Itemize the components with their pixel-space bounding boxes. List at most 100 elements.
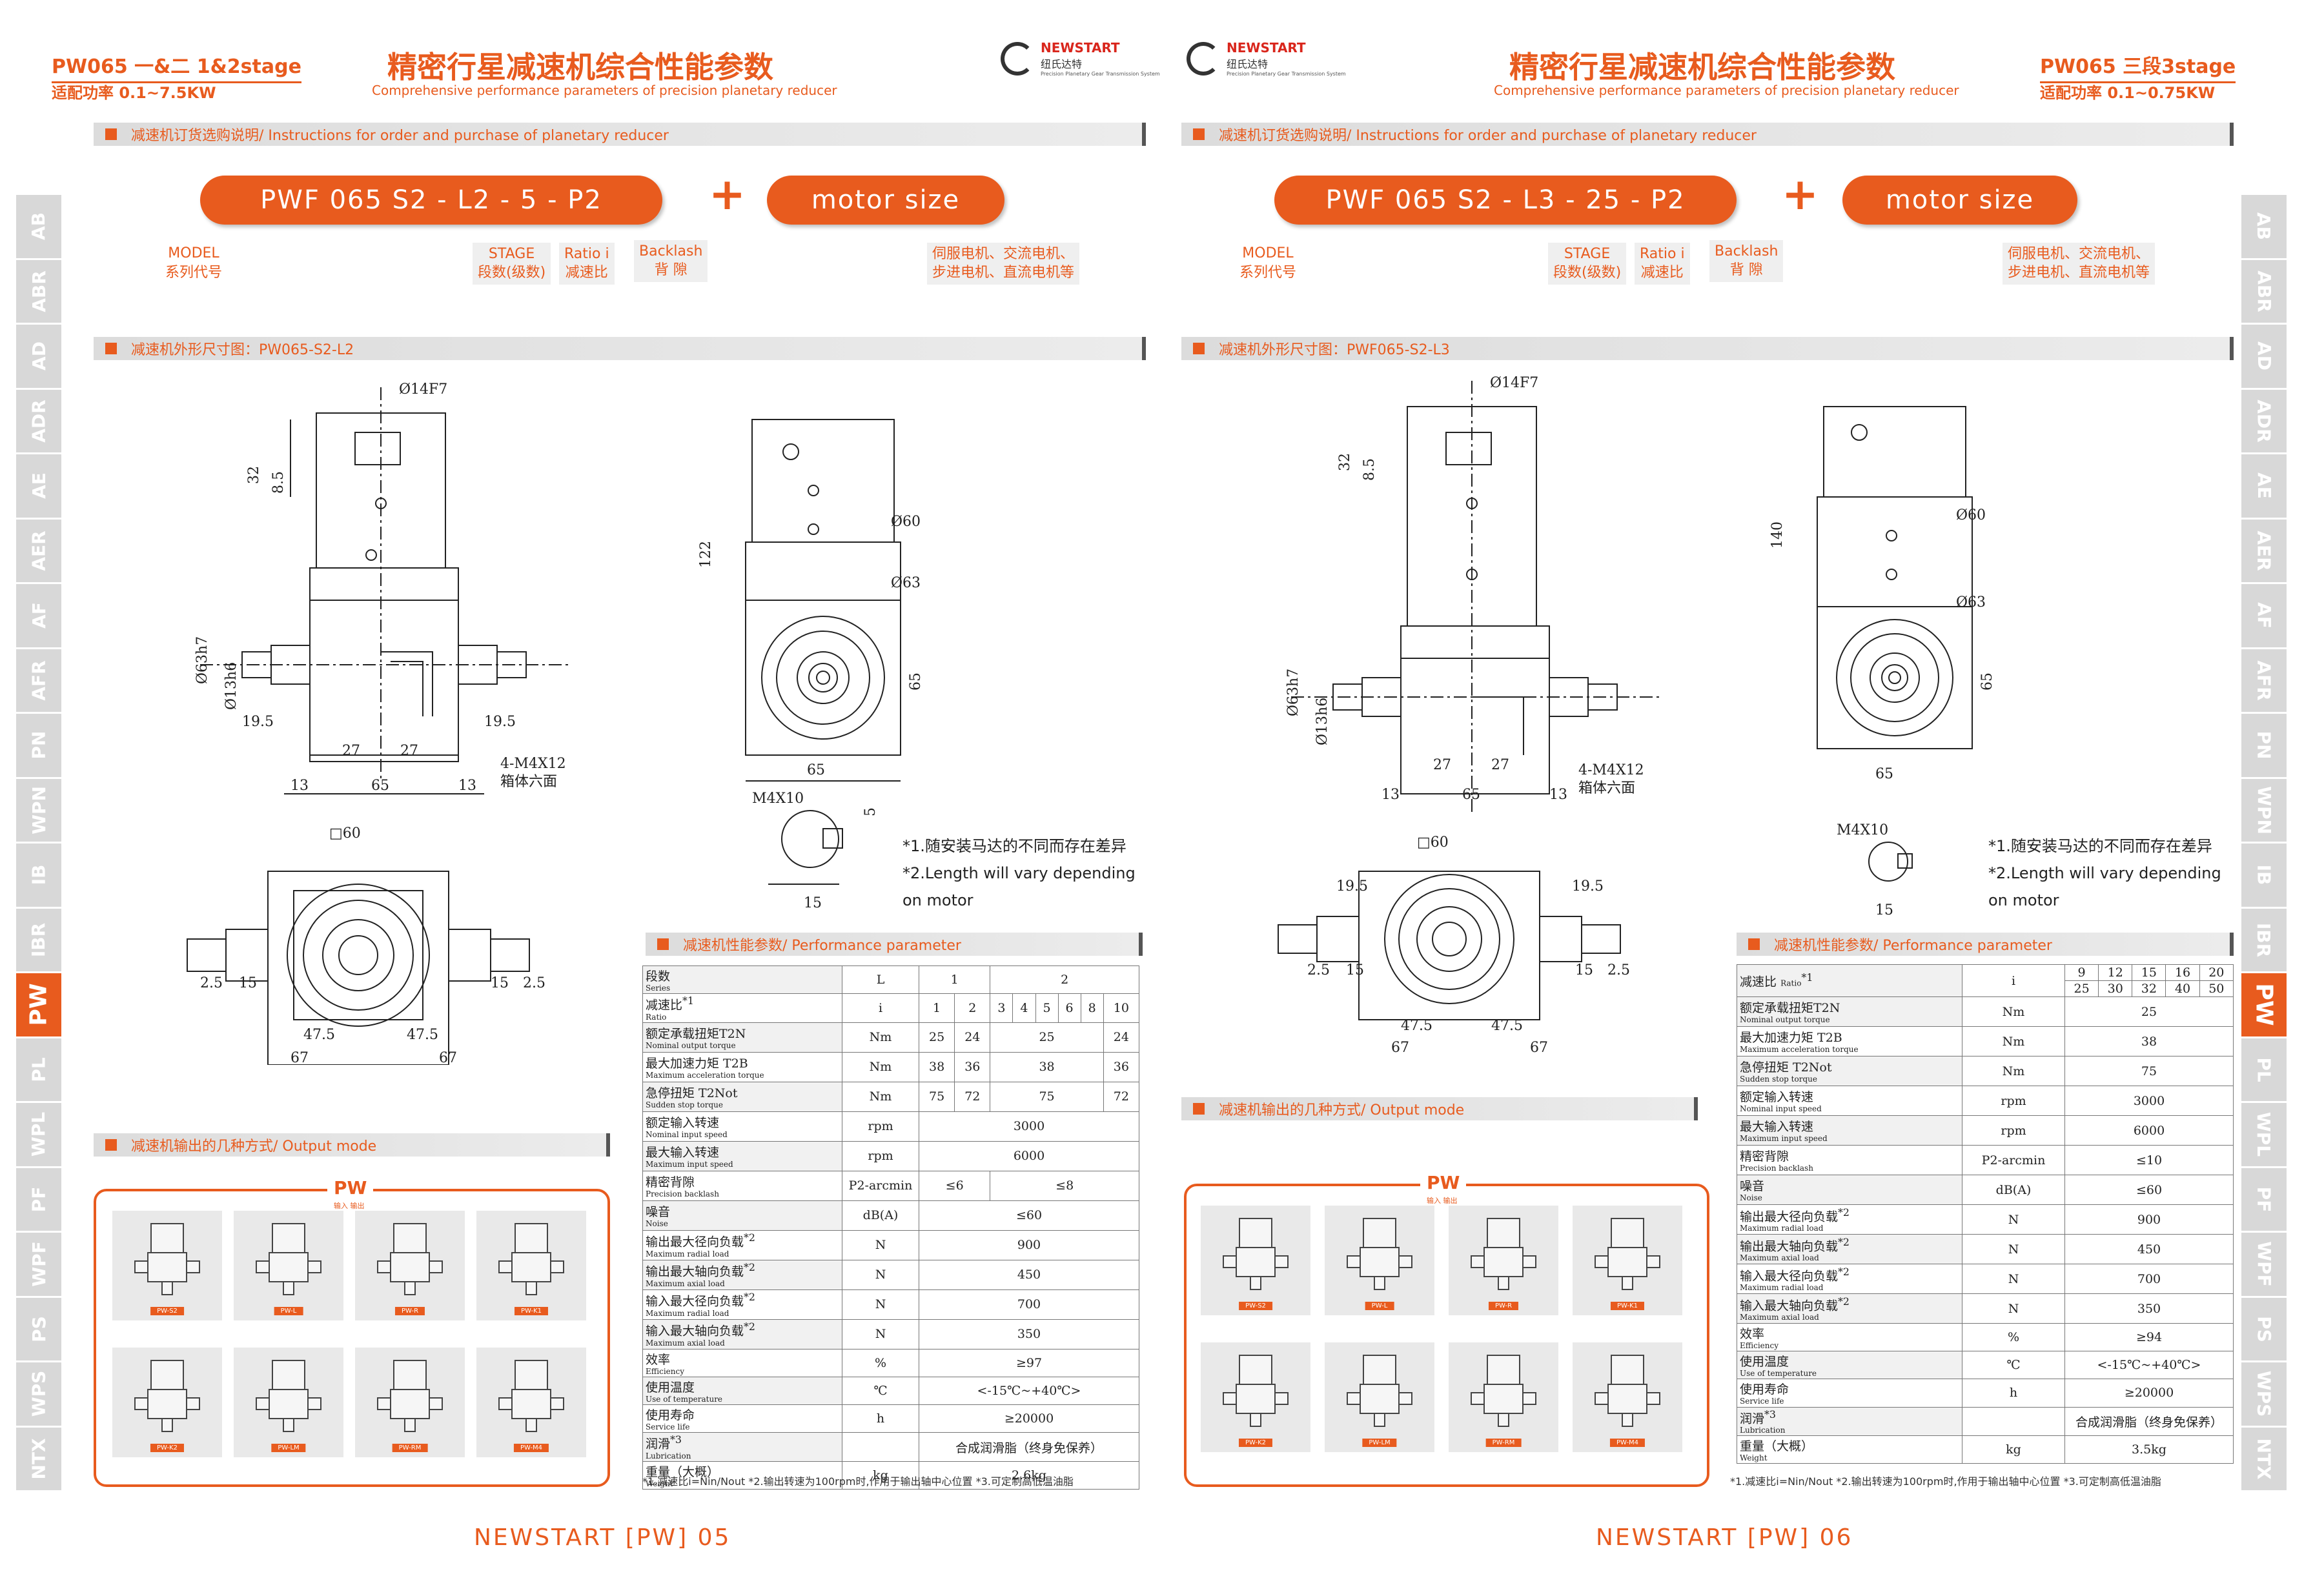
side-tab-afr[interactable]: AFR xyxy=(2241,649,2287,714)
side-tab-pw[interactable]: PW xyxy=(16,973,61,1038)
dim-8-5: 8.5 xyxy=(270,471,287,494)
left-label-motor: 伺服电机、交流电机、 步进电机、直流电机等 xyxy=(927,243,1080,285)
logo-icon xyxy=(1187,41,1220,76)
side-tab-wpn[interactable]: WPN xyxy=(16,778,61,844)
side-tab-ps[interactable]: PS xyxy=(16,1297,61,1362)
perf-row-unit: rpm xyxy=(1962,1115,2065,1146)
perf-row-unit: N xyxy=(1962,1234,2065,1264)
side-tab-wps[interactable]: WPS xyxy=(16,1362,61,1428)
side-tab-ab[interactable]: AB xyxy=(16,195,61,260)
dim-65-side: 65 xyxy=(908,672,924,691)
perf-row-value: 4 xyxy=(1012,993,1036,1023)
r-dim-15: 15 xyxy=(1875,902,1893,918)
side-tab-wpf[interactable]: WPF xyxy=(16,1233,61,1298)
side-tab-ibr[interactable]: IBR xyxy=(16,908,61,973)
side-tab-pw[interactable]: PW xyxy=(2241,973,2287,1038)
perf-row-value: ≤6 xyxy=(918,1170,991,1201)
dim-65: 65 xyxy=(371,778,389,794)
side-tab-ntx[interactable]: NTX xyxy=(16,1427,61,1492)
side-tab-ad[interactable]: AD xyxy=(16,325,61,390)
right-code-pill: PWF 065 S2 - L3 - 25 - P2 xyxy=(1274,176,1737,225)
side-tab-adr[interactable]: ADR xyxy=(2241,389,2287,454)
side-tab-pn[interactable]: PN xyxy=(16,714,61,779)
perf-ratio-value: 9 xyxy=(2064,964,2099,981)
side-tab-ae[interactable]: AE xyxy=(2241,454,2287,520)
logo-name: NEWSTART xyxy=(1041,40,1120,56)
r-dim-27b: 27 xyxy=(1491,757,1509,773)
side-tab-pl[interactable]: PL xyxy=(2241,1038,2287,1103)
perf-row-unit: Nm xyxy=(1962,1056,2065,1086)
side-tab-aer[interactable]: AER xyxy=(16,519,61,584)
side-tab-abr[interactable]: ABR xyxy=(2241,259,2287,325)
side-tab-wps[interactable]: WPS xyxy=(2241,1362,2287,1428)
side-tab-ad[interactable]: AD xyxy=(2241,325,2287,390)
pw-title: PW xyxy=(1420,1172,1467,1193)
side-tab-af[interactable]: AF xyxy=(16,584,61,649)
side-tab-wpn[interactable]: WPN xyxy=(2241,778,2287,844)
side-tab-pf[interactable]: PF xyxy=(16,1168,61,1233)
side-tab-afr[interactable]: AFR xyxy=(16,649,61,714)
perf-row-value: 38 xyxy=(918,1051,955,1082)
left-label-ratio: Ratio i 减速比 xyxy=(559,243,615,285)
side-tab-wpl[interactable]: WPL xyxy=(2241,1103,2287,1168)
perf-row-value: 24 xyxy=(1103,1022,1140,1053)
pw-legend: 输入 输出 xyxy=(1427,1197,1458,1205)
side-tab-af[interactable]: AF xyxy=(2241,584,2287,649)
side-tab-pf[interactable]: PF xyxy=(2241,1168,2287,1233)
side-tab-ib[interactable]: IB xyxy=(16,844,61,909)
output-mode-pw-rm: PW-RM xyxy=(355,1348,465,1457)
side-tab-ntx[interactable]: NTX xyxy=(2241,1427,2287,1492)
perf-row-value: 25 xyxy=(990,1022,1104,1053)
r-dim-67a: 67 xyxy=(1391,1040,1409,1056)
right-notes: *1.随安装马达的不同而存在差异 *2.Length will vary dep… xyxy=(1988,833,2221,914)
side-tab-pn[interactable]: PN xyxy=(2241,714,2287,779)
side-tab-abr[interactable]: ABR xyxy=(16,259,61,325)
dim-19-5-r: 19.5 xyxy=(484,714,516,730)
side-tab-adr[interactable]: ADR xyxy=(16,389,61,454)
side-tab-aer[interactable]: AER xyxy=(2241,519,2287,584)
perf-ratio-value: 25 xyxy=(2064,980,2099,997)
perf-row-unit: N xyxy=(842,1229,919,1260)
side-tab-ab[interactable]: AB xyxy=(2241,195,2287,260)
right-order-section: 减速机订货选购说明/ Instructions for order and pu… xyxy=(1181,123,2234,146)
perf-row-unit: h xyxy=(842,1404,919,1433)
side-tab-pl[interactable]: PL xyxy=(16,1038,61,1103)
perf-row-value: 700 xyxy=(2064,1264,2234,1294)
dim-32: 32 xyxy=(246,466,262,484)
left-title-cn: 精密行星减速机综合性能参数 xyxy=(387,50,773,85)
side-tab-ib[interactable]: IB xyxy=(2241,844,2287,909)
logo-sub: Precision Planetary Gear Transmission Sy… xyxy=(1041,71,1160,77)
gearbox-icon xyxy=(498,1360,564,1432)
perf-row-value: 36 xyxy=(954,1051,991,1082)
side-tab-wpf[interactable]: WPF xyxy=(2241,1233,2287,1298)
output-mode-label: PW-LM xyxy=(1362,1439,1397,1447)
right-label-ratio: Ratio i 减速比 xyxy=(1635,243,1690,285)
perf-row-value: 25 xyxy=(2064,996,2234,1027)
r-dim-47-5a: 47.5 xyxy=(1401,1018,1432,1034)
side-tab-ps[interactable]: PS xyxy=(2241,1297,2287,1362)
side-tab-wpl[interactable]: WPL xyxy=(16,1103,61,1168)
gearbox-icon xyxy=(1347,1218,1412,1290)
r-dim-19-5a: 19.5 xyxy=(1336,878,1368,895)
side-tab-ae[interactable]: AE xyxy=(16,454,61,520)
side-tab-ibr[interactable]: IBR xyxy=(2241,908,2287,973)
gearbox-icon xyxy=(498,1223,564,1295)
logo-cn: 纽氏达特 xyxy=(1227,58,1269,70)
gearbox-icon xyxy=(1471,1355,1536,1427)
perf-row-value: 6 xyxy=(1057,993,1081,1023)
